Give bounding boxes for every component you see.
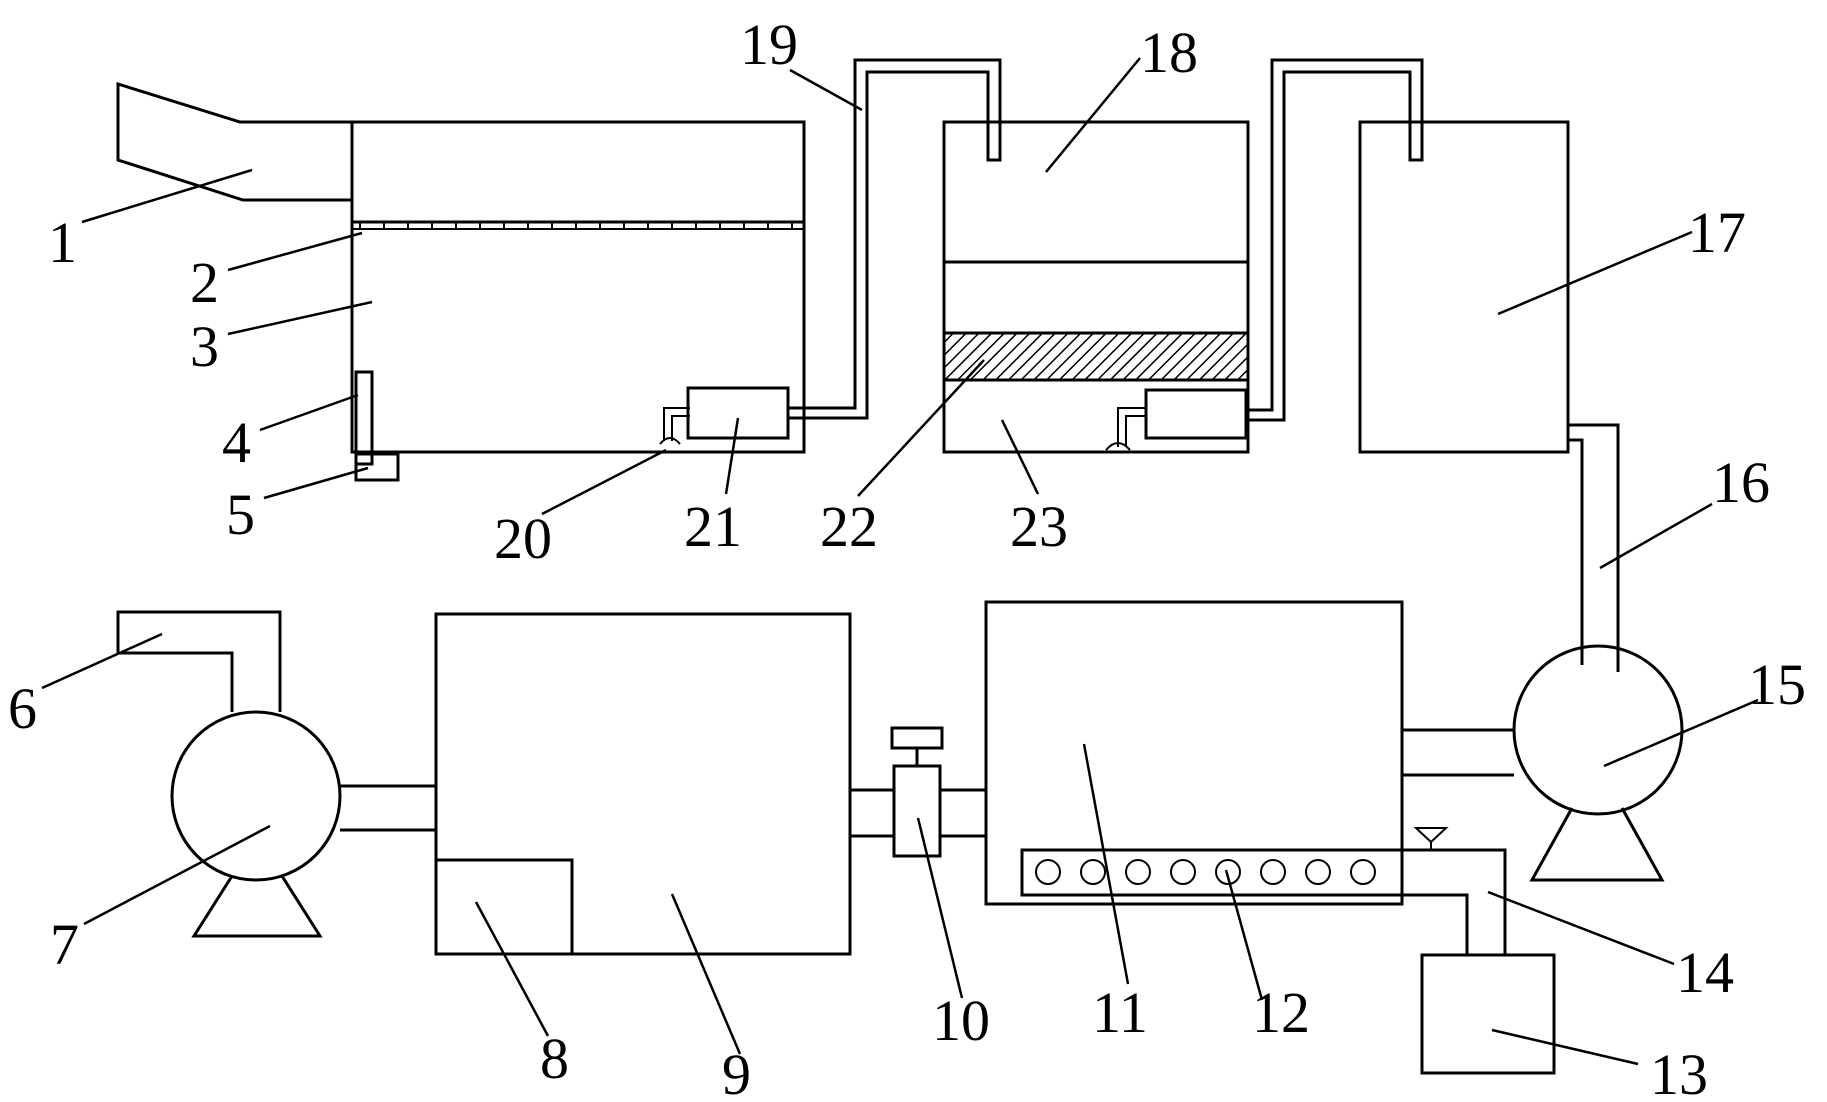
label-23: 23	[1010, 494, 1068, 559]
heater-element	[1215, 859, 1241, 885]
tank-1	[350, 120, 806, 454]
label-17: 17	[1688, 200, 1746, 265]
transfer-pump-21	[686, 386, 790, 440]
heater-element	[1125, 859, 1151, 885]
valve-body	[892, 764, 942, 858]
label-3: 3	[190, 314, 219, 379]
label-6: 6	[8, 676, 37, 741]
transfer-pump-2	[1144, 388, 1248, 440]
pipe-16	[1568, 423, 1620, 672]
label-7: 7	[50, 912, 79, 977]
label-2: 2	[190, 250, 219, 315]
pipe-14	[1402, 848, 1507, 955]
label-11: 11	[1092, 980, 1148, 1045]
tank-9	[434, 612, 852, 956]
box-8	[434, 858, 574, 956]
heater-element	[1305, 859, 1331, 885]
heater-element	[1170, 859, 1196, 885]
heater-element	[1350, 859, 1376, 885]
pipe-19	[788, 58, 1002, 420]
pump-7-base	[191, 875, 323, 938]
screen-mesh	[352, 220, 804, 230]
heater-elements	[1035, 859, 1376, 885]
tank-17	[1358, 120, 1570, 454]
pump-inlet-pipe	[663, 407, 690, 441]
pump-mount	[659, 437, 681, 445]
heater-element	[1260, 859, 1286, 885]
label-18: 18	[1140, 20, 1198, 85]
pipe-10-11	[940, 788, 986, 838]
heater-tube	[1020, 848, 1404, 897]
level-mark	[1413, 827, 1449, 850]
label-9: 9	[722, 1042, 751, 1102]
pump-15-base	[1529, 807, 1665, 882]
label-16: 16	[1712, 450, 1770, 515]
label-1: 1	[48, 210, 77, 275]
heater-element	[1035, 859, 1061, 885]
label-15: 15	[1748, 652, 1806, 717]
pipe-7-9	[340, 784, 436, 832]
pump-7	[170, 710, 342, 882]
label-22: 22	[820, 494, 878, 559]
drain-block	[354, 452, 400, 482]
side-pipe	[354, 370, 374, 466]
valve-handle	[890, 726, 944, 750]
label-8: 8	[540, 1026, 569, 1091]
tank-11	[984, 600, 1404, 906]
label-12: 12	[1252, 980, 1310, 1045]
pipe-11-15	[1402, 728, 1514, 777]
inlet-pipe-6	[116, 610, 282, 712]
heater-element	[1080, 859, 1106, 885]
label-21: 21	[684, 494, 742, 559]
filter-layer	[942, 331, 1250, 382]
label-20: 20	[494, 506, 552, 571]
tank-18	[942, 120, 1250, 454]
label-4: 4	[222, 410, 251, 475]
label-19: 19	[740, 12, 798, 77]
label-5: 5	[226, 482, 255, 547]
pipe-to-17	[1248, 58, 1424, 422]
label-13: 13	[1650, 1042, 1708, 1102]
pump-inlet-pipe-2	[1117, 407, 1146, 447]
pipe-9-10	[850, 788, 894, 838]
feed-hopper	[116, 81, 354, 202]
label-10: 10	[932, 988, 990, 1053]
label-14: 14	[1676, 940, 1734, 1005]
container-13	[1420, 953, 1556, 1075]
leader-lines	[41, 57, 1759, 1066]
pump-15	[1512, 644, 1684, 816]
